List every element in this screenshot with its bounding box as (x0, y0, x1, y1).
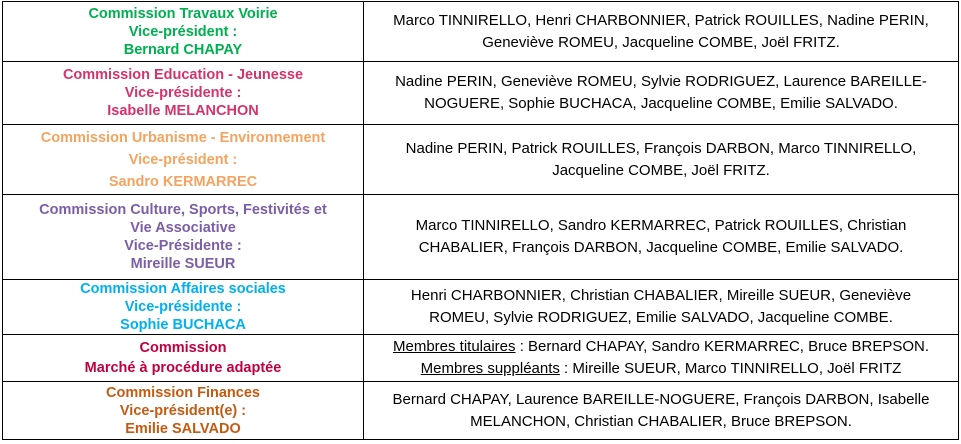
table-row: Commission Finances Vice-président(e) : … (2, 381, 959, 440)
vice-president-role: Vice-présidente : (124, 299, 242, 315)
members-line: Nadine PERIN, Geneviève ROMEU, Sylvie RO… (395, 73, 927, 90)
members-cell: Nadine PERIN, Patrick ROUILLES, François… (363, 124, 959, 195)
members-line: Marco TINNIRELLO, Henri CHARBONNIER, Pat… (393, 11, 929, 29)
members-cell: Marco TINNIRELLO, Henri CHARBONNIER, Pat… (363, 1, 959, 62)
table-row: Commission Affaires sociales Vice-présid… (2, 279, 959, 335)
members-cell: Nadine PERIN, Geneviève ROMEU, Sylvie RO… (363, 61, 959, 125)
vice-president-role: Vice-président : (128, 151, 238, 168)
vice-president-name: Sophie BUCHACA (120, 317, 246, 333)
vice-president-name: Emilie SALVADO (125, 420, 241, 437)
members-cell: Membres titulaires : Bernard CHAPAY, San… (363, 334, 959, 382)
vice-president-role: Vice-présidente : (124, 85, 242, 101)
commission-title: Commission Education - Jeunesse (62, 67, 304, 83)
vice-president-name: Bernard CHAPAY (123, 41, 243, 58)
table-row: Commission Culture, Sports, Festivités e… (2, 194, 959, 280)
commission-title: Commission Culture, Sports, Festivités e… (39, 202, 327, 218)
members-line: ROMEU, Sylvie RODRIGUEZ, Emilie SALVADO,… (429, 309, 893, 326)
members-line: NOGUERE, Sophie BUCHACA, Jacqueline COMB… (424, 95, 898, 112)
vice-president-role: Vice-Présidente : (124, 238, 242, 254)
commission-cell: Commission Education - Jeunesse Vice-pré… (2, 61, 364, 125)
commission-title: Marché à procédure adaptée (84, 360, 282, 376)
members-cell: Henri CHARBONNIER, Christian CHABALIER, … (363, 279, 959, 335)
commission-cell: Commission Finances Vice-président(e) : … (2, 381, 364, 440)
commission-cell: Commission Affaires sociales Vice-présid… (2, 279, 364, 335)
vice-president-role: Vice-président(e) : (119, 402, 247, 419)
members-cell: Marco TINNIRELLO, Sandro KERMARREC, Patr… (363, 194, 959, 280)
suppleants-label: Membres suppléants (420, 360, 560, 377)
vice-president-name: Sandro KERMARREC (108, 173, 258, 190)
commission-title: Commission (139, 340, 227, 356)
members-line: Marco TINNIRELLO, Sandro KERMARREC, Patr… (415, 217, 907, 234)
table-row: Commission Marché à procédure adaptée Me… (2, 334, 959, 382)
suppleants-line: Membres suppléants : Mireille SUEUR, Mar… (364, 358, 958, 380)
titulaires-names: : Bernard CHAPAY, Sandro KERMARREC, Bruc… (515, 338, 930, 355)
commission-title: Commission Urbanisme - Environnement (40, 129, 326, 146)
table-row: Commission Travaux Voirie Vice-président… (2, 1, 959, 62)
members-line: CHABALIER, François DARBON, Jacqueline C… (418, 239, 904, 256)
table-row: Commission Urbanisme - Environnement Vic… (2, 124, 959, 195)
vice-president-role: Vice-président : (128, 23, 238, 40)
titulaires-line: Membres titulaires : Bernard CHAPAY, San… (364, 336, 958, 358)
members-cell: Bernard CHAPAY, Laurence BAREILLE-NOGUER… (363, 381, 959, 440)
vice-president-name: Mireille SUEUR (130, 256, 236, 272)
members-line: MELANCHON, Christian CHABALIER, Bruce BR… (470, 412, 852, 430)
commission-title: Commission Finances (106, 384, 260, 401)
members-line: Henri CHARBONNIER, Christian CHABALIER, … (410, 287, 912, 304)
members-line: Geneviève ROMEU, Jacqueline COMBE, Joël … (482, 33, 840, 51)
commission-cell: Commission Culture, Sports, Festivités e… (2, 194, 364, 280)
commission-title: Vie Associative (130, 220, 236, 236)
commission-cell: Commission Urbanisme - Environnement Vic… (2, 124, 364, 195)
vice-president-name: Isabelle MELANCHON (107, 103, 259, 119)
members-line: Jacqueline COMBE, Joël FRITZ. (552, 161, 770, 179)
commission-title: Commission Affaires sociales (80, 281, 286, 297)
members-line: Bernard CHAPAY, Laurence BAREILLE-NOGUER… (392, 390, 930, 408)
titulaires-label: Membres titulaires (392, 338, 516, 355)
commission-cell: Commission Marché à procédure adaptée (2, 334, 364, 382)
commission-title: Commission Travaux Voirie (88, 5, 278, 22)
table-row: Commission Education - Jeunesse Vice-pré… (2, 61, 959, 125)
commission-cell: Commission Travaux Voirie Vice-président… (2, 1, 364, 62)
suppleants-names: : Mireille SUEUR, Marco TINNIRELLO, Joël… (559, 360, 902, 377)
members-line: Nadine PERIN, Patrick ROUILLES, François… (405, 139, 917, 157)
